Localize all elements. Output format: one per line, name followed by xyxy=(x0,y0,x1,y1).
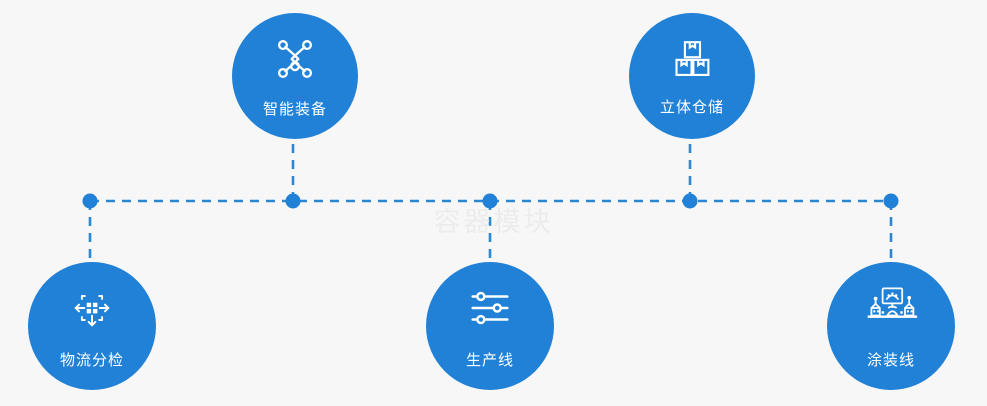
production-line-icon xyxy=(465,283,515,333)
painting-line-icon xyxy=(863,283,919,333)
node-label: 智能装备 xyxy=(262,99,327,118)
intelligent-equipment-icon xyxy=(270,34,320,84)
node-stereoscopic-warehouse[interactable]: 立体仓储 xyxy=(629,13,755,139)
node-label: 立体仓储 xyxy=(659,97,724,116)
junction-dot xyxy=(682,193,698,209)
stereoscopic-warehouse-icon xyxy=(669,36,715,82)
watermark-text: 容器模块 xyxy=(433,207,554,238)
logistics-sorting-icon xyxy=(67,283,117,333)
node-painting-line[interactable]: 涂装线 xyxy=(827,262,955,390)
node-production-line[interactable]: 生产线 xyxy=(426,262,554,390)
junction-dot xyxy=(883,193,899,209)
node-logistics-sorting[interactable]: 物流分检 xyxy=(28,262,156,390)
node-intelligent-equipment[interactable]: 智能装备 xyxy=(232,13,358,139)
node-label: 物流分检 xyxy=(59,350,124,369)
junction-dot xyxy=(482,193,498,209)
node-label: 涂装线 xyxy=(866,350,915,369)
junction-dot xyxy=(285,193,301,209)
junction-dot xyxy=(82,193,98,209)
node-label: 生产线 xyxy=(465,350,514,369)
